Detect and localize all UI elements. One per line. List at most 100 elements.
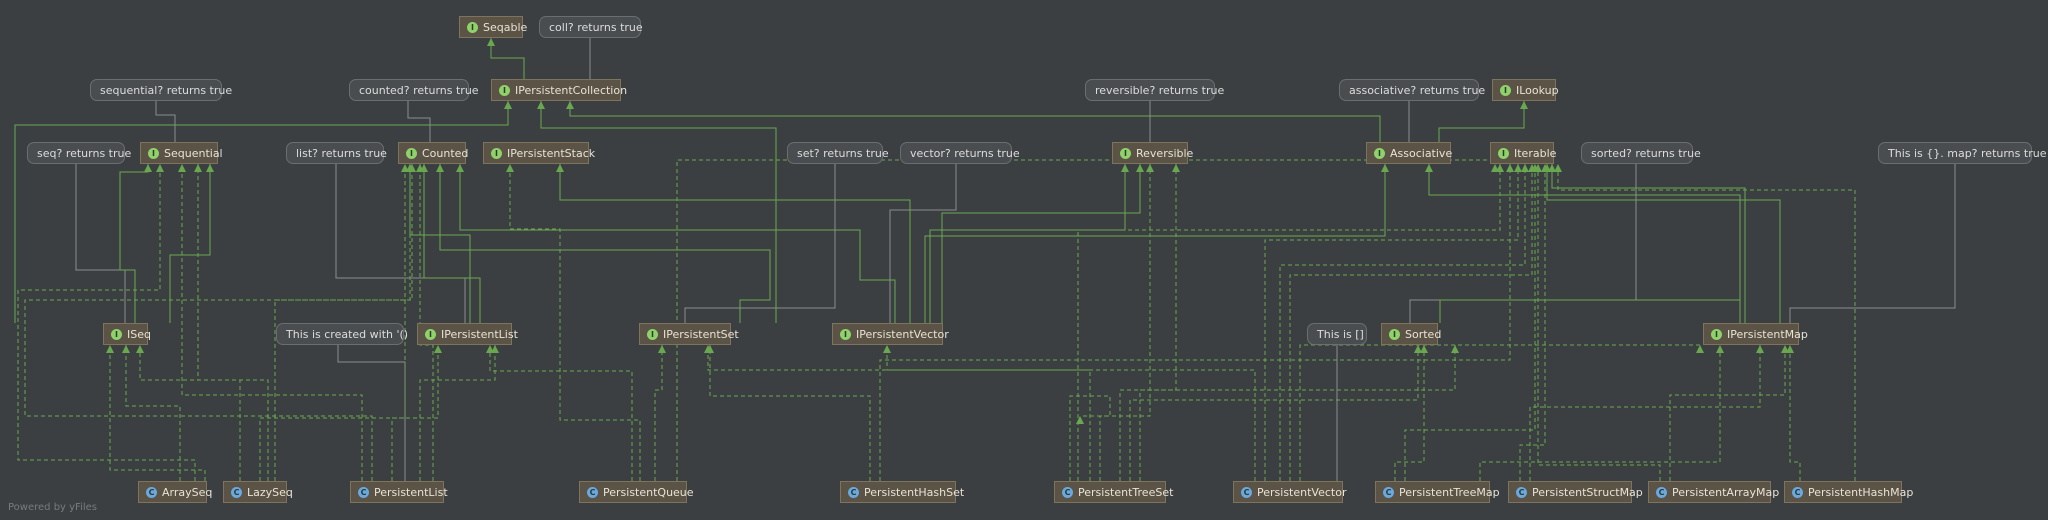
edge-arrowhead [1381,164,1389,172]
edge-arrowhead [1136,164,1144,172]
inheritance-edge [559,164,911,323]
class-icon: C [231,486,242,498]
note-coll[interactable]: coll? returns true [539,16,643,38]
implementation-edge [139,345,241,481]
edge-arrowhead [1534,164,1542,172]
implementation-edge [1279,164,1526,481]
edge-arrowhead [1548,164,1556,172]
implementation-edge [1537,164,1661,481]
implementation-edge [391,345,439,481]
edge-arrowhead [537,101,545,109]
node-ipersistentmap[interactable]: I IPersistentMap [1703,323,1808,345]
note-connector [889,164,957,323]
note-text: sequential? returns true [100,83,233,97]
note-reversible[interactable]: reversible? returns true [1085,79,1224,101]
edge-arrowhead [1420,345,1428,353]
node-label: PersistentTreeSet [1078,485,1174,499]
note-associative[interactable]: associative? returns true [1339,79,1485,101]
note-created[interactable]: This is created with '() [276,323,408,345]
node-arrayseq[interactable]: C ArraySeq [138,481,212,503]
class-icon: C [1792,486,1803,498]
note-counted[interactable]: counted? returns true [349,79,479,101]
note-map[interactable]: This is {}. map? returns true [1878,142,2046,164]
edge-arrowhead [156,164,164,172]
edge-arrowhead [1414,345,1422,353]
edge-arrowhead [122,345,130,353]
note-set[interactable]: set? returns true [787,142,889,164]
inheritance-edge [540,101,777,323]
edge-arrowhead [1521,164,1529,172]
note-text: This is {}. map? returns true [1888,146,2047,160]
edge-arrowhead [206,164,214,172]
node-label: Associative [1390,146,1453,160]
note-text: sorted? returns true [1591,146,1701,160]
note-vector[interactable]: vector? returns true [900,142,1020,164]
note-sorted[interactable]: sorted? returns true [1581,142,1701,164]
inheritance-edge [941,164,1141,323]
interface-icon: I [467,21,478,33]
inheritance-edge [1551,164,1746,323]
node-label: PersistentList [374,485,448,499]
implementation-edge [1519,164,1546,481]
class-icon: C [146,486,157,498]
edge-arrowhead [144,164,152,172]
edge-arrowhead [434,345,442,353]
note-sequential[interactable]: sequential? returns true [90,79,232,101]
implementation-edge [1529,345,1761,481]
edge-arrowhead [506,164,514,172]
class-icon: C [1383,486,1394,498]
interface-icon: I [1711,328,1722,340]
implementation-edge [509,164,641,481]
implementation-edge [17,164,196,481]
implementation-edge [1139,164,1177,481]
implementation-edge [1789,345,1801,481]
inheritance-edge [1428,164,1741,323]
note-seq[interactable]: seq? returns true [27,142,131,164]
note-list[interactable]: list? returns true [286,142,387,164]
inheritance-edge [569,101,1381,142]
node-label: Sequential [164,146,223,160]
note-vecliteral[interactable]: This is [] [1307,323,1367,345]
implementation-edge [274,164,411,481]
note-connector [684,164,836,323]
interface-icon: I [425,328,436,340]
edge-arrowhead [408,164,416,172]
node-label: PersistentStructMap [1532,485,1643,499]
implementation-edge [1099,164,1151,481]
node-label: IPersistentCollection [515,83,628,97]
node-label: ArraySeq [162,485,213,499]
node-label: PersistentArrayMap [1672,485,1780,499]
node-label: IPersistentMap [1727,327,1808,341]
edge-arrowhead [504,101,512,109]
edge-arrowhead [1172,164,1180,172]
inheritance-edge [1438,101,1525,142]
interface-icon: I [1389,328,1400,340]
interface-icon: I [647,328,658,340]
implementation-edge [1119,345,1456,481]
implementation-edge [1404,164,1536,481]
